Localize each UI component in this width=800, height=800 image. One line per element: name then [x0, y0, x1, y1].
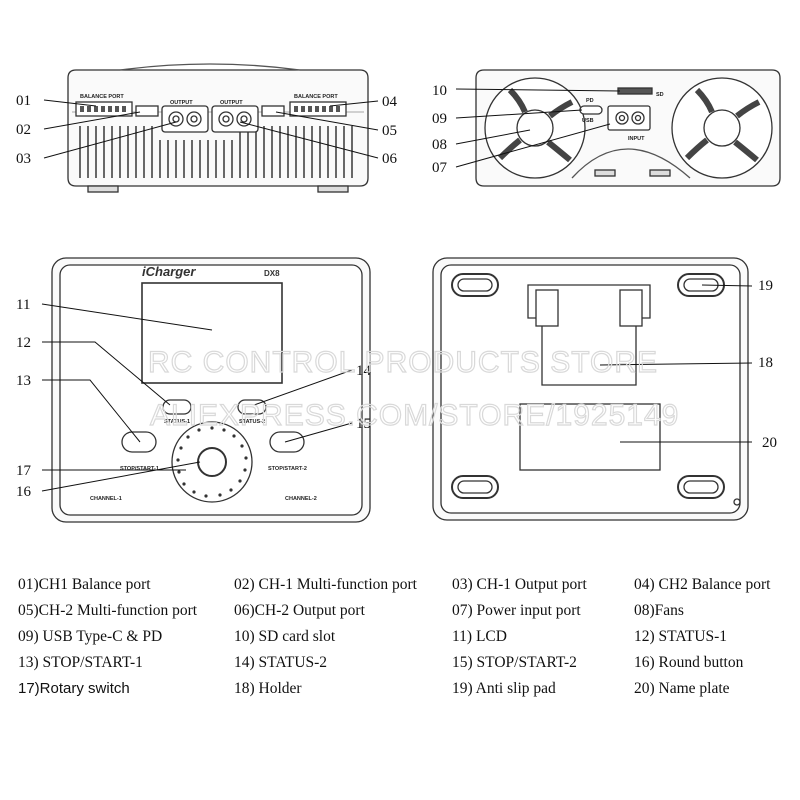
- legend-item-05: 05)CH-2 Multi-function port: [18, 602, 198, 619]
- callout-07: 07: [432, 160, 448, 176]
- callout-12: 12: [16, 335, 31, 351]
- callout-10: 10: [432, 83, 447, 99]
- front-balance-port-right-label: BALANCE PORT: [294, 94, 338, 100]
- callout-16: 16: [16, 484, 32, 500]
- model-label: DX8: [264, 269, 280, 278]
- callout-02: 02: [16, 122, 31, 138]
- legend-item-07: 07) Power input port: [452, 602, 581, 619]
- watermark-line2: ALIEXPRESS.COM/STORE/1925149: [150, 399, 679, 432]
- front-leaders: [43, 99, 379, 159]
- front-output-right-label: OUTPUT: [220, 100, 243, 106]
- legend-item-12: 12) STATUS-1: [634, 628, 728, 645]
- front-output-left-label: OUTPUT: [170, 100, 193, 106]
- callout-14: 14: [356, 363, 372, 379]
- legend-item-18: 18) Holder: [234, 680, 302, 697]
- legend-item-01: 01)CH1 Balance port: [18, 576, 151, 593]
- usb-typec-port[interactable]: [579, 105, 603, 115]
- name-plate: [519, 403, 661, 471]
- ch2-multifunction-port[interactable]: [261, 105, 285, 117]
- watermark-line1: RC CONTROL PRODUCTS STORE: [148, 346, 658, 379]
- parts-legend: 01)CH1 Balance port 02) CH-1 Multi-funct…: [18, 574, 798, 699]
- stopstart2-label: STOP/START-2: [268, 466, 307, 472]
- callout-11: 11: [16, 297, 30, 313]
- callout-08: 08: [432, 137, 447, 153]
- legend-item-08: 08)Fans: [634, 602, 684, 619]
- callout-03: 03: [16, 151, 31, 167]
- legend-item-14: 14) STATUS-2: [234, 654, 328, 671]
- callout-15: 15: [356, 416, 371, 432]
- rear-sd-label: SD: [656, 92, 664, 98]
- rear-leaders: [455, 88, 621, 168]
- bottom-view: [432, 257, 749, 521]
- stopstart1-button[interactable]: [121, 431, 157, 453]
- legend-item-03: 03) CH-1 Output port: [452, 576, 587, 593]
- rear-usb-label: USB: [582, 118, 594, 124]
- stopstart1-label: STOP/START-1: [120, 466, 159, 472]
- sd-card-slot[interactable]: [617, 87, 653, 95]
- legend-item-09: 09) USB Type-C & PD: [18, 628, 163, 645]
- legend-item-19: 19) Anti slip pad: [452, 680, 556, 697]
- legend-item-20: 20) Name plate: [634, 680, 730, 697]
- brand-logo-text: iCharger: [142, 264, 196, 279]
- status2-label: STATUS-2: [239, 419, 265, 425]
- legend-item-04: 04) CH2 Balance port: [634, 576, 771, 593]
- legend-item-15: 15) STOP/START-2: [452, 654, 577, 671]
- fan-right: [671, 77, 773, 179]
- rear-pd-label: PD: [586, 98, 594, 104]
- legend-item-13: 13) STOP/START-1: [18, 654, 143, 671]
- status1-button[interactable]: [162, 399, 192, 415]
- callout-01: 01: [16, 93, 31, 109]
- callout-13: 13: [16, 373, 31, 389]
- lcd-screen: [141, 282, 283, 384]
- rear-input-label: INPUT: [628, 136, 645, 142]
- status1-label: STATUS-1: [164, 419, 190, 425]
- channel1-label: CHANNEL-1: [90, 496, 122, 502]
- charger-diagram: BALANCE PORT BALANCE PORT OUTPUT OUTPUT …: [16, 63, 781, 523]
- front-view: [67, 63, 369, 193]
- legend-item-16: 16) Round button: [634, 654, 744, 671]
- legend-item-17: 17)Rotary switch: [18, 680, 130, 697]
- anti-slip-pad: [677, 475, 725, 499]
- callout-06: 06: [382, 151, 398, 167]
- callout-19: 19: [758, 278, 773, 294]
- top-leaders: [41, 303, 353, 492]
- channel2-label: CHANNEL-2: [285, 496, 317, 502]
- rear-view: [475, 69, 781, 187]
- stopstart2-button[interactable]: [269, 431, 305, 453]
- round-button[interactable]: [197, 447, 227, 477]
- callout-18: 18: [758, 355, 773, 371]
- legend-item-10: 10) SD card slot: [234, 628, 336, 645]
- legend-item-06: 06)CH-2 Output port: [234, 602, 365, 619]
- callout-20: 20: [762, 435, 777, 451]
- top-panel-view: [51, 257, 371, 523]
- anti-slip-pad: [451, 475, 499, 499]
- fan-left: [484, 77, 586, 179]
- legend-item-11: 11) LCD: [452, 628, 507, 645]
- callout-17: 17: [16, 463, 32, 479]
- legend-item-02: 02) CH-1 Multi-function port: [234, 576, 417, 593]
- ch1-multifunction-port[interactable]: [135, 105, 159, 117]
- callout-05: 05: [382, 123, 397, 139]
- anti-slip-pad: [451, 273, 499, 297]
- front-balance-port-left-label: BALANCE PORT: [80, 94, 124, 100]
- bottom-leaders: [599, 284, 753, 443]
- callout-04: 04: [382, 94, 398, 110]
- callout-09: 09: [432, 111, 447, 127]
